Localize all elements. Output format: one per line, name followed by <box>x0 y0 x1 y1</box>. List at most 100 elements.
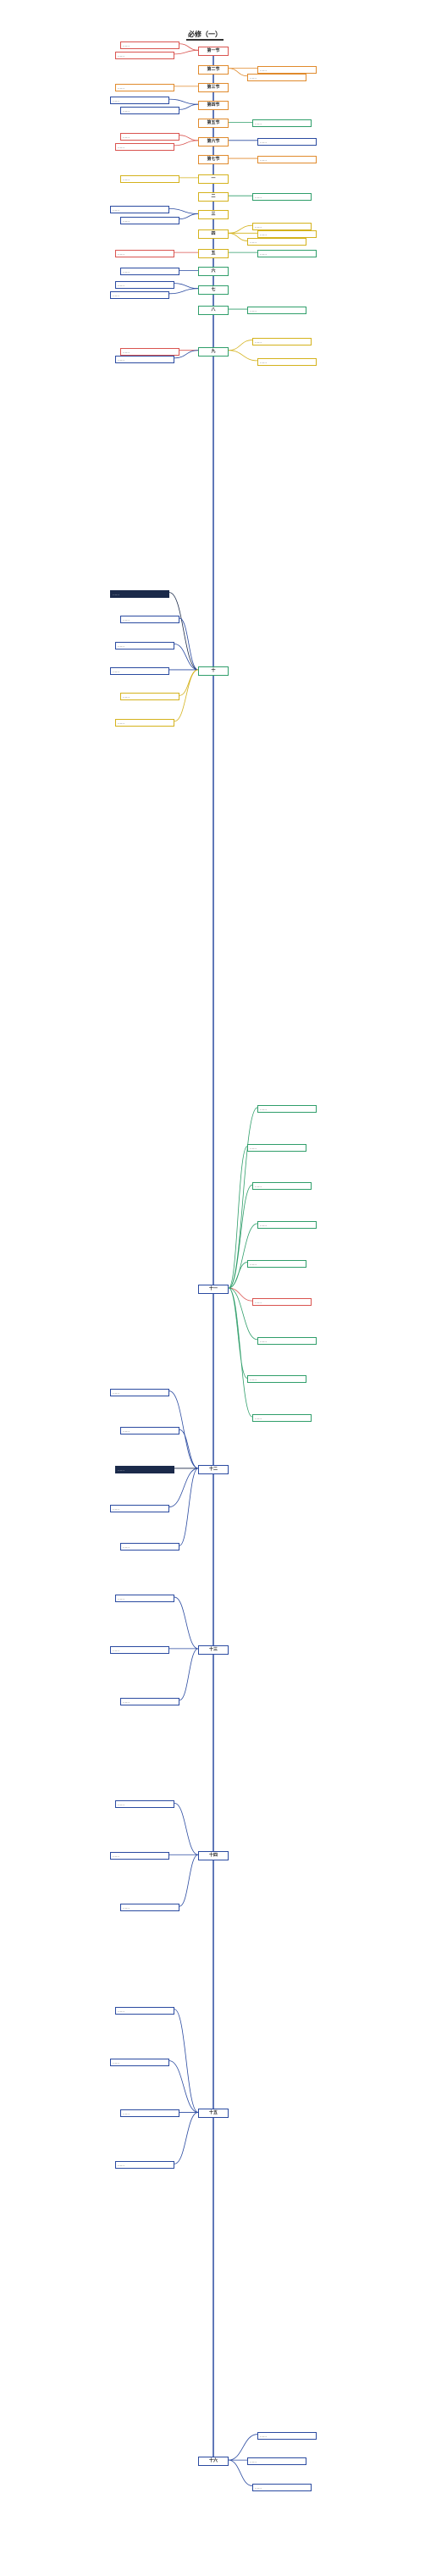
trunk-node: 九 <box>198 346 229 357</box>
trunk-node: 第七节 <box>198 155 229 165</box>
branch-link <box>174 283 199 290</box>
branch-node: …… <box>115 280 174 289</box>
branch-link <box>174 1803 199 1855</box>
branch-link <box>168 1468 199 1507</box>
branch-link <box>179 1468 199 1546</box>
branch-node: …… <box>110 1645 169 1654</box>
branch-link <box>228 1287 248 1379</box>
trunk-node: 十三 <box>198 1645 229 1655</box>
branch-link <box>179 1648 199 1701</box>
branch-link <box>228 232 248 241</box>
branch-node: …… <box>110 1388 169 1396</box>
branch-node: …… <box>247 307 306 315</box>
branch-node: …… <box>115 1595 174 1603</box>
branch-node: …… <box>110 2058 169 2066</box>
trunk-node: 七 <box>198 285 229 295</box>
branch-node: …… <box>252 223 312 231</box>
branch-link <box>168 208 199 214</box>
branch-link <box>228 1287 258 1341</box>
branch-link <box>228 2459 253 2486</box>
branch-link <box>174 644 199 671</box>
branch-link <box>179 669 199 696</box>
branch-node: …… <box>110 589 169 598</box>
branch-node: …… <box>257 357 317 366</box>
branch-node: …… <box>120 693 179 701</box>
branch-node: …… <box>247 1375 306 1384</box>
branch-link <box>174 2009 199 2113</box>
branch-link <box>174 669 199 722</box>
branch-link <box>228 1146 248 1289</box>
trunk-node: 八 <box>198 306 229 316</box>
branch-node: …… <box>257 230 317 239</box>
branch-node: …… <box>115 355 174 363</box>
branch-node: …… <box>115 1465 174 1473</box>
branch-node: …… <box>120 616 179 624</box>
branch-node: …… <box>257 1336 317 1345</box>
branch-node: …… <box>247 1259 306 1268</box>
branch-node: …… <box>257 137 317 146</box>
trunk-node: 六 <box>198 267 229 277</box>
branch-link <box>228 68 248 77</box>
branch-link <box>228 340 253 351</box>
branch-node: …… <box>115 83 174 91</box>
branch-node: …… <box>120 216 179 224</box>
branch-node: …… <box>120 347 179 356</box>
trunk-node: 三 <box>198 210 229 220</box>
branch-node: …… <box>115 2161 174 2170</box>
branch-node: …… <box>252 193 312 202</box>
branch-node: …… <box>115 718 174 727</box>
branch-link <box>174 49 199 55</box>
branch-link <box>168 98 199 105</box>
branch-node: …… <box>252 2483 312 2491</box>
branch-node: …… <box>247 73 306 81</box>
branch-node: …… <box>110 97 169 105</box>
branch-node: …… <box>110 1504 169 1512</box>
branch-link <box>174 140 199 146</box>
trunk-node: 二 <box>198 192 229 202</box>
trunk-node: 第三节 <box>198 82 229 92</box>
branch-link <box>179 213 199 219</box>
mind-map-root: 必修（一） <box>186 30 224 41</box>
branch-node: …… <box>120 1427 179 1435</box>
branch-node: …… <box>115 641 174 650</box>
branch-node: …… <box>252 1298 312 1307</box>
branch-link <box>168 2060 199 2113</box>
branch-link <box>174 2112 199 2164</box>
trunk-node: 一 <box>198 174 229 184</box>
branch-link <box>168 288 199 295</box>
branch-node: …… <box>110 290 169 299</box>
branch-node: …… <box>247 1143 306 1152</box>
branch-node: …… <box>120 174 179 183</box>
branch-node: …… <box>110 666 169 675</box>
branch-link <box>179 617 199 671</box>
trunk-node: 十四 <box>198 1851 229 1861</box>
branch-link <box>228 224 253 234</box>
branch-link <box>228 1262 248 1289</box>
branch-node: …… <box>115 2006 174 2015</box>
trunk-node: 十一 <box>198 1285 229 1294</box>
trunk-node: 十五 <box>198 2109 229 2119</box>
branch-link <box>228 350 258 362</box>
branch-link <box>228 2434 258 2461</box>
branch-node: …… <box>252 1182 312 1191</box>
branch-node: …… <box>120 268 179 276</box>
branch-node: …… <box>115 51 174 59</box>
branch-link <box>228 1287 253 1418</box>
branch-node: …… <box>252 337 312 345</box>
branch-node: …… <box>110 1852 169 1860</box>
branch-node: …… <box>115 1800 174 1809</box>
branch-node: …… <box>257 156 317 164</box>
branch-link <box>179 1429 199 1469</box>
branch-node: …… <box>252 1414 312 1423</box>
trunk-node: 第四节 <box>198 101 229 111</box>
branch-link <box>174 1596 199 1650</box>
branch-link <box>179 1854 199 1907</box>
branch-link <box>228 1223 258 1289</box>
branch-node: …… <box>120 2109 179 2118</box>
branch-node: …… <box>120 132 179 141</box>
branch-node: …… <box>257 250 317 258</box>
branch-node: …… <box>252 119 312 128</box>
trunk-node: 四 <box>198 229 229 240</box>
branch-node: …… <box>115 142 174 151</box>
